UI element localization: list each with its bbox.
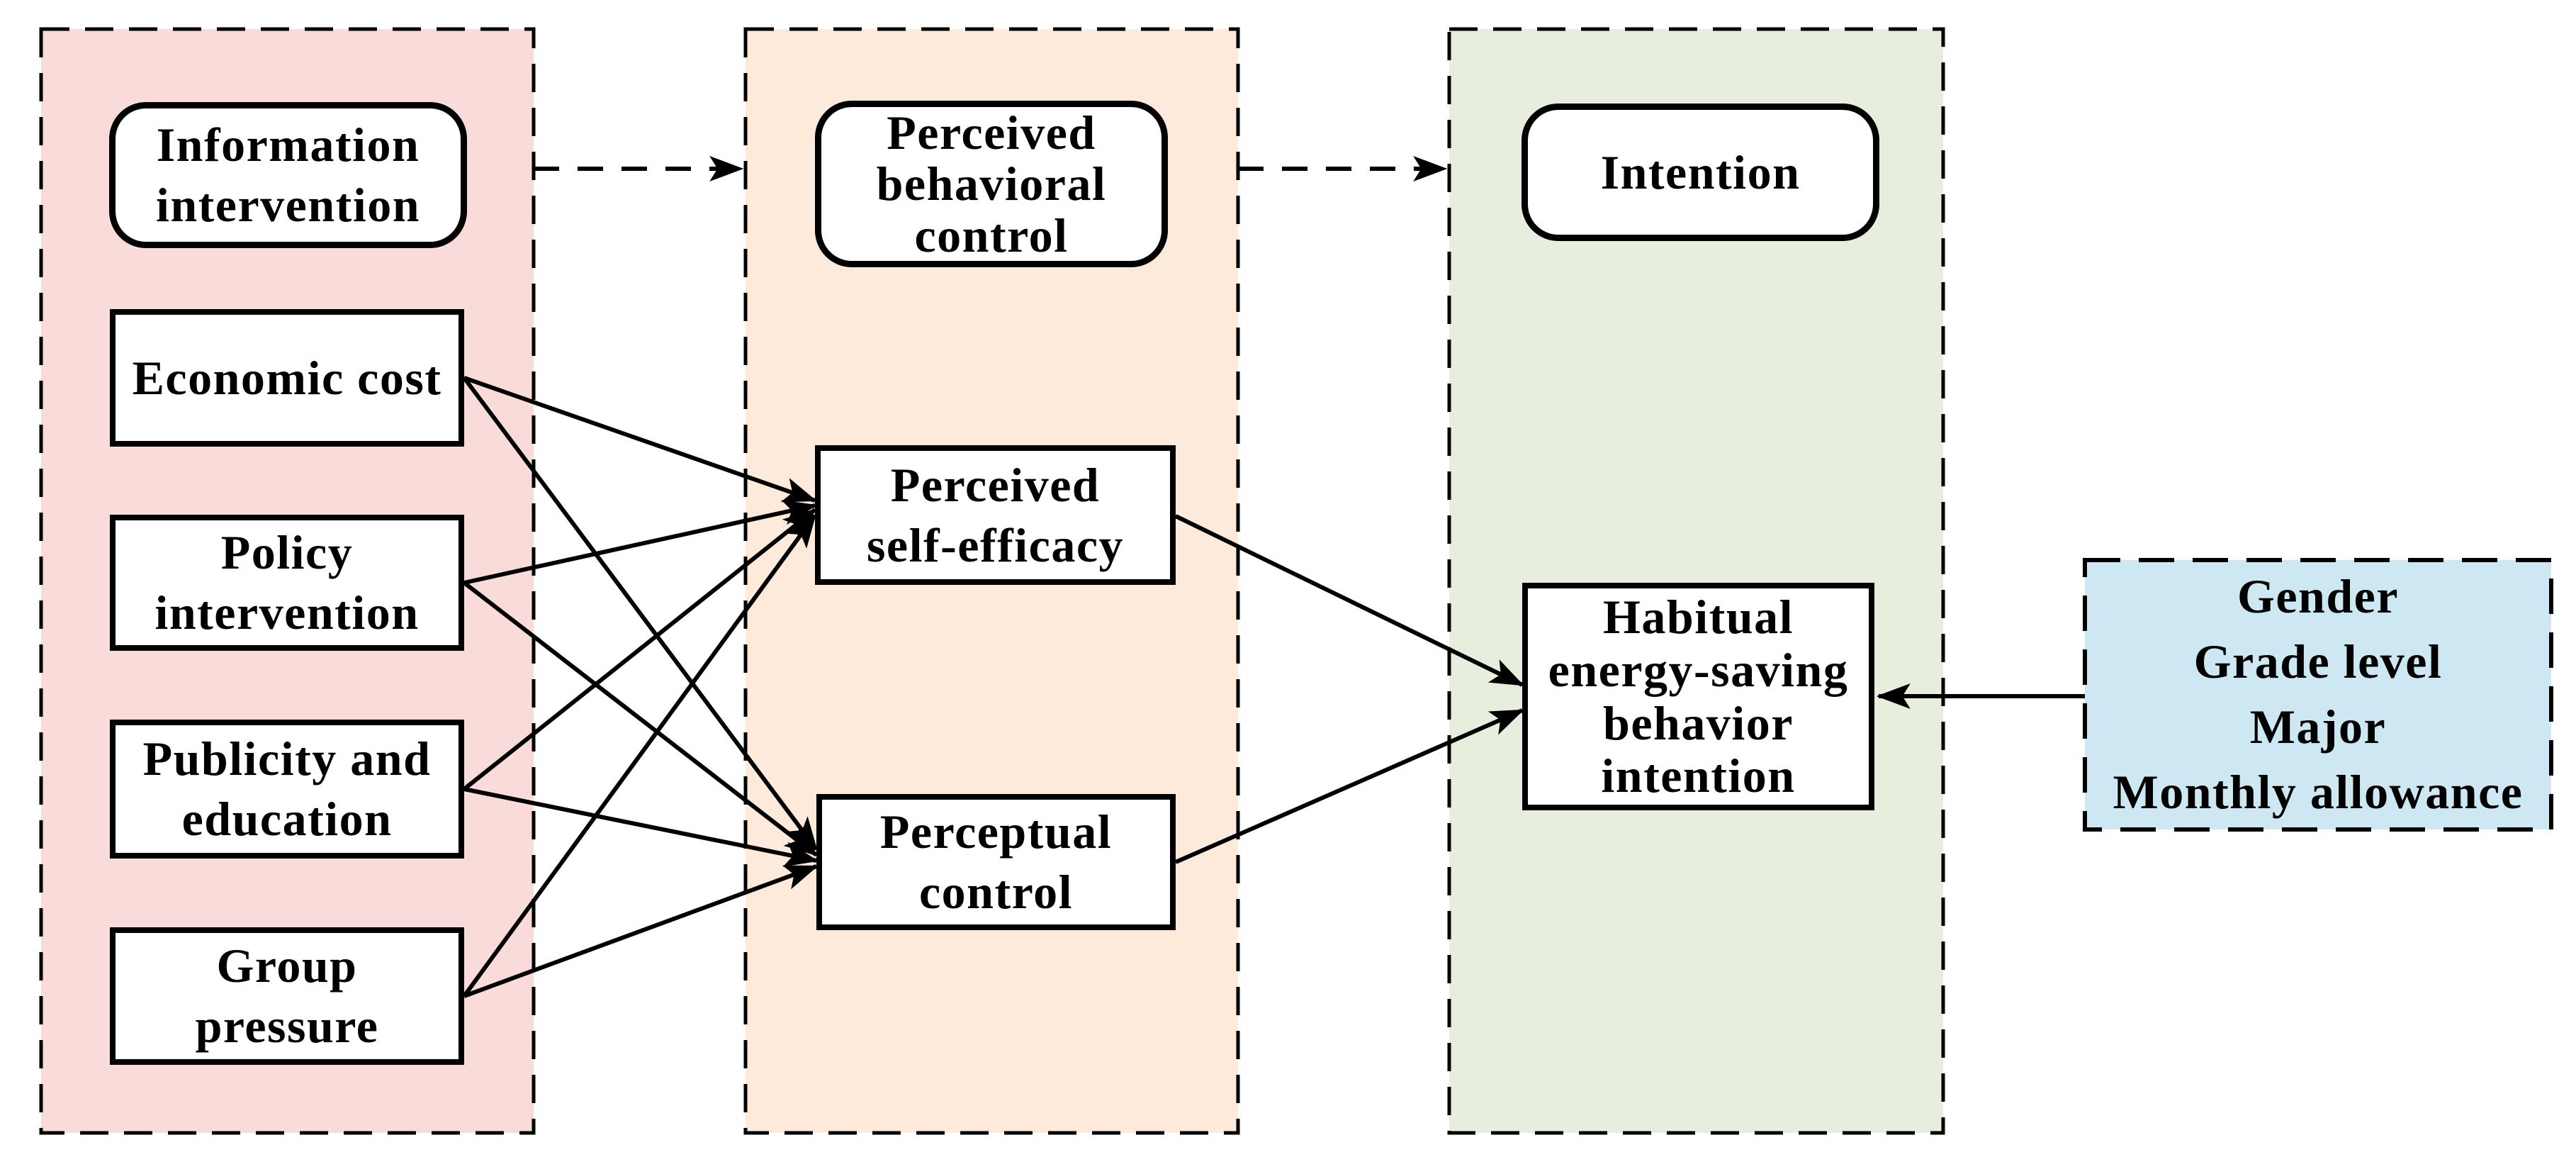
arrow-policy-to-selfefficacy bbox=[463, 500, 818, 585]
node-habitual-energy-saving-behavior-intention: Habitual energy-saving behavior intentio… bbox=[1522, 583, 1874, 810]
arrow-group-to-perceptual bbox=[463, 864, 819, 998]
node-perceived-behavioral-control: Perceived behavioral control bbox=[815, 101, 1168, 267]
arrow-selfefficacy-to-habitual bbox=[1174, 514, 1524, 687]
node-group-pressure: Group pressure bbox=[110, 927, 464, 1065]
covariates-box bbox=[2083, 558, 2553, 832]
node-perceptual-control: Perceptual control bbox=[816, 794, 1176, 930]
arrow-publicity-to-selfefficacy bbox=[463, 508, 817, 791]
node-label: Perceived behavioral control bbox=[876, 106, 1107, 262]
node-label: Publicity and education bbox=[142, 732, 432, 846]
node-label: Habitual energy-saving behavior intentio… bbox=[1548, 589, 1849, 803]
arrow-economic-to-perceptual bbox=[462, 376, 819, 851]
node-label: Perceived self-efficacy bbox=[866, 457, 1125, 572]
node-label: Group pressure bbox=[195, 939, 379, 1053]
arrow-perceptual-to-habitual bbox=[1174, 708, 1524, 864]
node-policy-intervention: Policy intervention bbox=[110, 515, 464, 651]
node-label: Information intervention bbox=[155, 118, 421, 232]
arrow-group-to-selfefficacy bbox=[462, 513, 817, 997]
node-label: Intention bbox=[1600, 145, 1801, 199]
node-label: Policy intervention bbox=[154, 525, 420, 639]
node-intention: Intention bbox=[1522, 104, 1879, 241]
node-publicity-and-education: Publicity and education bbox=[110, 720, 464, 859]
node-label: Perceptual control bbox=[879, 805, 1113, 919]
node-economic-cost: Economic cost bbox=[110, 309, 464, 447]
covariates-label: Gender Grade level Major Monthly allowan… bbox=[2113, 569, 2524, 819]
covariates-label-block: Gender Grade level Major Monthly allowan… bbox=[2085, 560, 2551, 829]
arrow-publicity-to-perceptual bbox=[463, 787, 819, 867]
arrow-economic-to-selfefficacy bbox=[463, 376, 818, 503]
node-label: Economic cost bbox=[132, 350, 442, 405]
node-perceived-self-efficacy: Perceived self-efficacy bbox=[815, 445, 1176, 585]
arrow-policy-to-perceptual bbox=[463, 581, 819, 857]
node-information-intervention: Information intervention bbox=[109, 102, 467, 248]
